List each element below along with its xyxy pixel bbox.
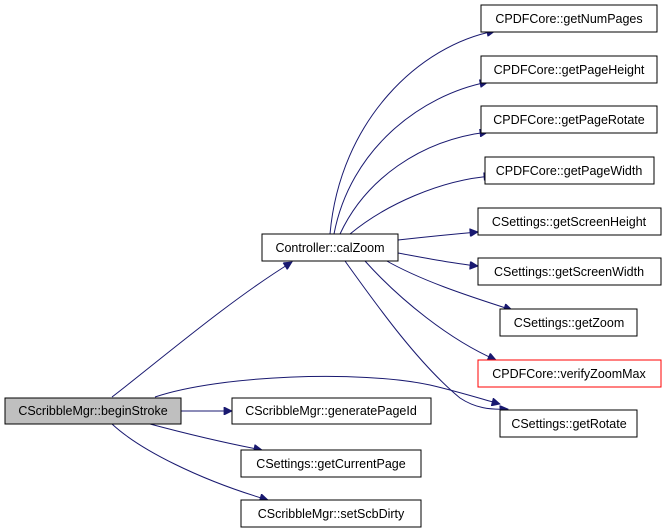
node-label: CSettings::getRotate	[511, 417, 626, 431]
node-label: Controller::calZoom	[275, 241, 384, 255]
edge-calzoom-getrotate	[344, 260, 508, 409]
node-get-zoom[interactable]: CSettings::getZoom	[499, 308, 638, 337]
node-begin-stroke[interactable]: CScribbleMgr::beginStroke	[4, 397, 182, 425]
node-label: CScribbleMgr::generatePageId	[245, 404, 417, 418]
node-label: CPDFCore::getNumPages	[495, 12, 642, 26]
node-label: CScribbleMgr::setScbDirty	[258, 507, 405, 521]
edge-beginstroke-calzoom	[111, 262, 292, 398]
edge-calzoom-getpagerotate	[339, 132, 488, 235]
node-generate-page-id[interactable]: CScribbleMgr::generatePageId	[231, 397, 432, 425]
node-get-current-page[interactable]: CSettings::getCurrentPage	[240, 449, 422, 478]
edge-calzoom-verifyzoommax	[364, 260, 496, 360]
edges-beginstroke	[111, 262, 500, 500]
node-set-scb-dirty[interactable]: CScribbleMgr::setScbDirty	[240, 499, 422, 528]
node-get-page-height[interactable]: CPDFCore::getPageHeight	[480, 55, 658, 84]
edge-calzoom-getzoom	[384, 259, 512, 310]
node-label: CSettings::getScreenWidth	[494, 265, 644, 279]
node-verify-zoom-max[interactable]: CPDFCore::verifyZoomMax	[477, 359, 662, 388]
node-get-page-width[interactable]: CPDFCore::getPageWidth	[484, 156, 655, 185]
node-get-num-pages[interactable]: CPDFCore::getNumPages	[480, 4, 658, 33]
edge-calzoom-getpagewidth	[349, 176, 492, 235]
node-get-screen-height[interactable]: CSettings::getScreenHeight	[477, 207, 662, 236]
edge-beginstroke-getrotate	[154, 375, 500, 404]
node-label: CSettings::getScreenHeight	[492, 215, 647, 229]
edge-calzoom-getnumpages	[329, 31, 495, 235]
node-get-rotate[interactable]: CSettings::getRotate	[499, 409, 638, 438]
edge-calzoom-getpageheight	[333, 82, 488, 235]
edge-calzoom-getscreenwidth	[397, 252, 478, 266]
edge-beginstroke-setscbdirty	[111, 423, 268, 500]
node-label: CPDFCore::verifyZoomMax	[492, 367, 646, 381]
edge-calzoom-getscreenheight	[397, 232, 478, 241]
node-cal-zoom[interactable]: Controller::calZoom	[261, 233, 399, 262]
node-label: CSettings::getZoom	[514, 316, 624, 330]
node-label: CPDFCore::getPageHeight	[494, 63, 645, 77]
node-get-page-rotate[interactable]: CPDFCore::getPageRotate	[480, 105, 658, 134]
edges-calzoom	[329, 31, 512, 409]
node-get-screen-width[interactable]: CSettings::getScreenWidth	[477, 257, 662, 286]
edge-beginstroke-getcurrentpage	[149, 423, 262, 450]
node-label: CPDFCore::getPageRotate	[493, 113, 645, 127]
node-label: CScribbleMgr::beginStroke	[18, 404, 167, 418]
node-label: CSettings::getCurrentPage	[256, 457, 405, 471]
node-label: CPDFCore::getPageWidth	[496, 164, 643, 178]
